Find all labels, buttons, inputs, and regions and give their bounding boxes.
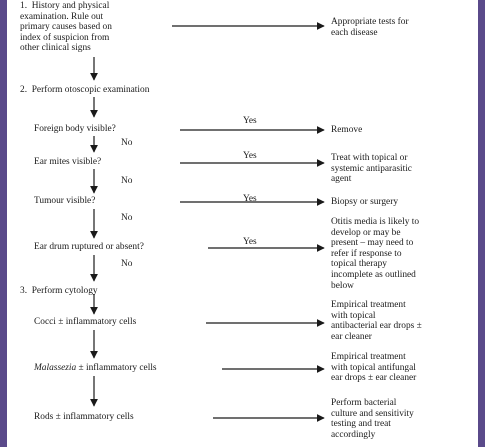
yes-label-ear-drum: Yes <box>243 237 257 247</box>
outcome-antibacterial: Empirical treatment with topical antibac… <box>331 300 422 342</box>
no-label-tumour: No <box>121 213 133 223</box>
step-cytology: 3. Perform cytology <box>20 286 98 296</box>
malassezia-rest: ± inflammatory cells <box>76 363 157 373</box>
outcome-otitis: Otitis media is likely to develop or may… <box>331 217 420 291</box>
outcome-remove: Remove <box>331 125 363 135</box>
finding-cocci: Cocci ± inflammatory cells <box>34 317 137 327</box>
no-label-ear-drum: No <box>121 259 133 269</box>
question-ear-mites: Ear mites visible? <box>34 157 102 167</box>
yes-label-foreign-body: Yes <box>243 116 257 126</box>
outcome-biopsy: Biopsy or surgery <box>331 197 399 207</box>
outcome-culture: Perform bacterial culture and sensitivit… <box>331 398 414 440</box>
step-otoscopic: 2. Perform otoscopic examination <box>20 85 150 95</box>
no-label-foreign-body: No <box>121 138 133 148</box>
outcome-tests: Appropriate tests for each disease <box>331 17 409 38</box>
yes-label-ear-mites: Yes <box>243 151 257 161</box>
flowchart-panel <box>7 0 478 447</box>
outcome-antifungal: Empirical treatment with topical antifun… <box>331 352 417 384</box>
step-history: 1. History and physical examination. Rul… <box>20 1 112 54</box>
finding-malassezia: Malassezia ± inflammatory cells <box>34 363 157 374</box>
question-foreign-body: Foreign body visible? <box>34 124 116 134</box>
finding-rods: Rods ± inflammatory cells <box>34 412 134 422</box>
no-label-ear-mites: No <box>121 176 133 186</box>
outcome-antiparasitic: Treat with topical or systemic antiparas… <box>331 153 412 185</box>
question-ear-drum: Ear drum ruptured or absent? <box>34 242 144 252</box>
question-tumour: Tumour visible? <box>34 196 96 206</box>
malassezia-italic: Malassezia <box>34 363 77 373</box>
yes-label-tumour: Yes <box>243 194 257 204</box>
